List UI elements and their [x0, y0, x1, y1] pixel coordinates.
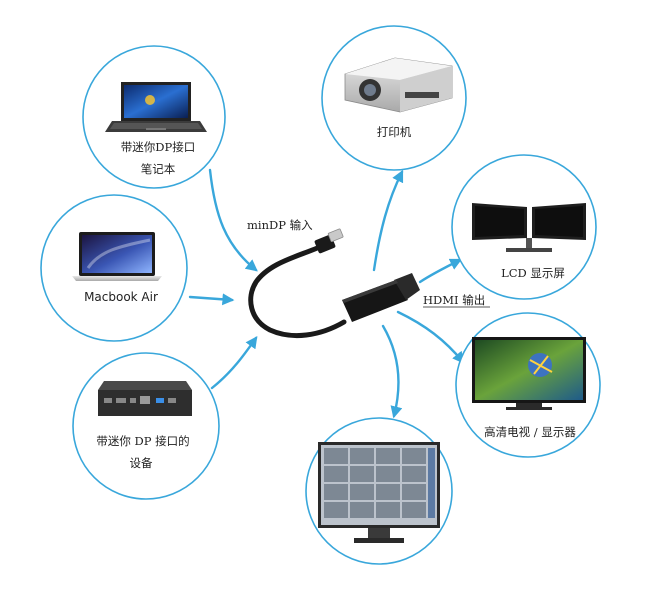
node-lcd: LCD 显示屏: [451, 154, 597, 300]
projector-icon: [344, 57, 453, 113]
dual-monitor-icon: [472, 203, 586, 252]
input-label: minDP 输入: [247, 218, 313, 232]
output-label: HDMI 输出: [423, 293, 485, 307]
arrow-macbook-to-cable: [188, 293, 235, 306]
node-laptop-label-1: 带迷你DP接口: [121, 140, 195, 154]
node-macbook-label: Macbook Air: [84, 290, 158, 304]
adapter-cable-icon: [248, 228, 420, 338]
mini-pc-icon: [98, 381, 192, 416]
macbook-icon: [72, 232, 162, 281]
surveillance-monitor-icon: [318, 442, 440, 543]
node-lcd-label: LCD 显示屏: [501, 266, 565, 280]
laptop-icon: [105, 82, 207, 132]
arrow-laptop-to-cable: [208, 168, 258, 272]
node-hdtv-label: 高清电视 / 显示器: [484, 425, 576, 439]
tv-icon: [472, 337, 586, 410]
node-laptop-label-2: 笔记本: [141, 162, 176, 176]
node-projector: 打印机: [321, 25, 467, 171]
arrow-cable-to-lcd: [418, 258, 463, 284]
arrow-cable-to-monitor: [381, 324, 403, 419]
node-minipc-circle: [72, 352, 220, 500]
node-minipc-label-1: 带迷你 DP 接口的: [96, 434, 189, 448]
arrows: [188, 168, 465, 419]
node-macbook: Macbook Air: [40, 194, 188, 342]
node-monitor: [305, 417, 453, 565]
node-hdtv: 高清电视 / 显示器: [455, 312, 601, 458]
arrow-minipc-to-cable: [210, 336, 258, 390]
node-projector-label: 打印机: [377, 125, 412, 139]
arrow-cable-to-hdtv: [396, 310, 465, 364]
node-minipc-label-2: 设备: [130, 456, 153, 470]
arrow-cable-to-projector: [372, 169, 404, 272]
node-laptop: 带迷你DP接口 笔记本: [82, 45, 226, 189]
node-minipc: 带迷你 DP 接口的 设备: [72, 352, 220, 500]
